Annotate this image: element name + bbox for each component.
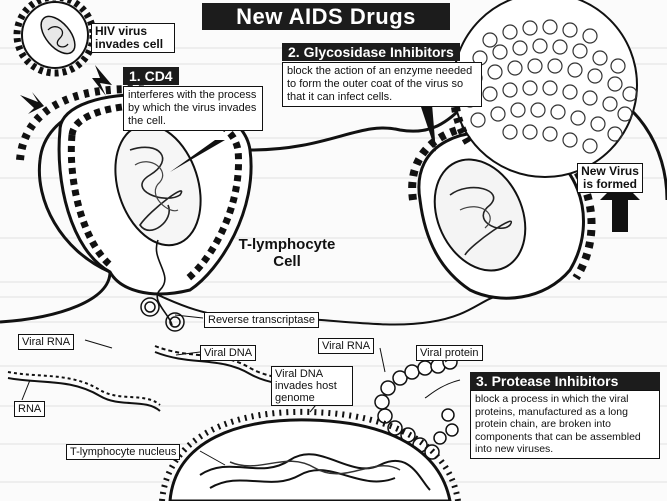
entry-arrow-left (20, 92, 44, 114)
viral-dna-label: Viral DNA (200, 345, 256, 361)
callout-glycosidase-text: block the action of an enzyme needed to … (282, 62, 482, 107)
callout-cd4-header: 1. CD4 (123, 67, 179, 85)
viral-dna-invades-text: Viral DNA invades host genome (275, 368, 337, 404)
callout-glycosidase: 2. Glycosidase Inhibitors block the acti… (282, 43, 482, 107)
hiv-invades-text: HIV virus invades cell (95, 24, 163, 51)
cell-label: T-lymphocyte Cell (237, 236, 337, 270)
glycosidase-pointer (420, 104, 436, 152)
hiv-virus-icon (17, 0, 93, 73)
viral-rna-right-label: Viral RNA (318, 338, 374, 354)
new-virus-text: New Virus is formed (581, 164, 639, 191)
callout-protease-number: 3. (476, 373, 488, 389)
callout-cd4-number: 1. (129, 68, 141, 84)
new-virus-label: New Virus is formed (577, 163, 643, 193)
viral-protein-label: Viral protein (416, 345, 483, 361)
nucleus (162, 412, 458, 501)
callout-protease-header: 3. Protease Inhibitors (470, 372, 660, 390)
rna-label: RNA (14, 401, 45, 417)
nucleus-label: T-lymphocyte nucleus (66, 444, 180, 460)
callout-protease: 3. Protease Inhibitors block a process i… (470, 372, 660, 459)
callout-glycosidase-number: 2. (288, 44, 300, 60)
callout-cd4: 1. CD4 interferes with the process by wh… (123, 67, 263, 131)
page-title: New AIDS Drugs (202, 3, 450, 30)
viral-dna-invades-label: Viral DNA invades host genome (271, 366, 353, 406)
reverse-transcriptase-label: Reverse transcriptase (204, 312, 319, 328)
callout-protease-text: block a process in which the viral prote… (470, 390, 660, 459)
callout-cd4-text: interferes with the process by which the… (123, 86, 263, 131)
callout-glycosidase-header: 2. Glycosidase Inhibitors (282, 43, 460, 61)
callout-protease-name: Protease Inhibitors (492, 373, 619, 389)
callout-cd4-name: CD4 (145, 68, 173, 84)
cell-label-text: T-lymphocyte Cell (239, 236, 336, 270)
viral-rna-left-label: Viral RNA (18, 334, 74, 350)
callout-glycosidase-name: Glycosidase Inhibitors (304, 44, 454, 60)
hiv-invades-label: HIV virus invades cell (91, 23, 175, 53)
